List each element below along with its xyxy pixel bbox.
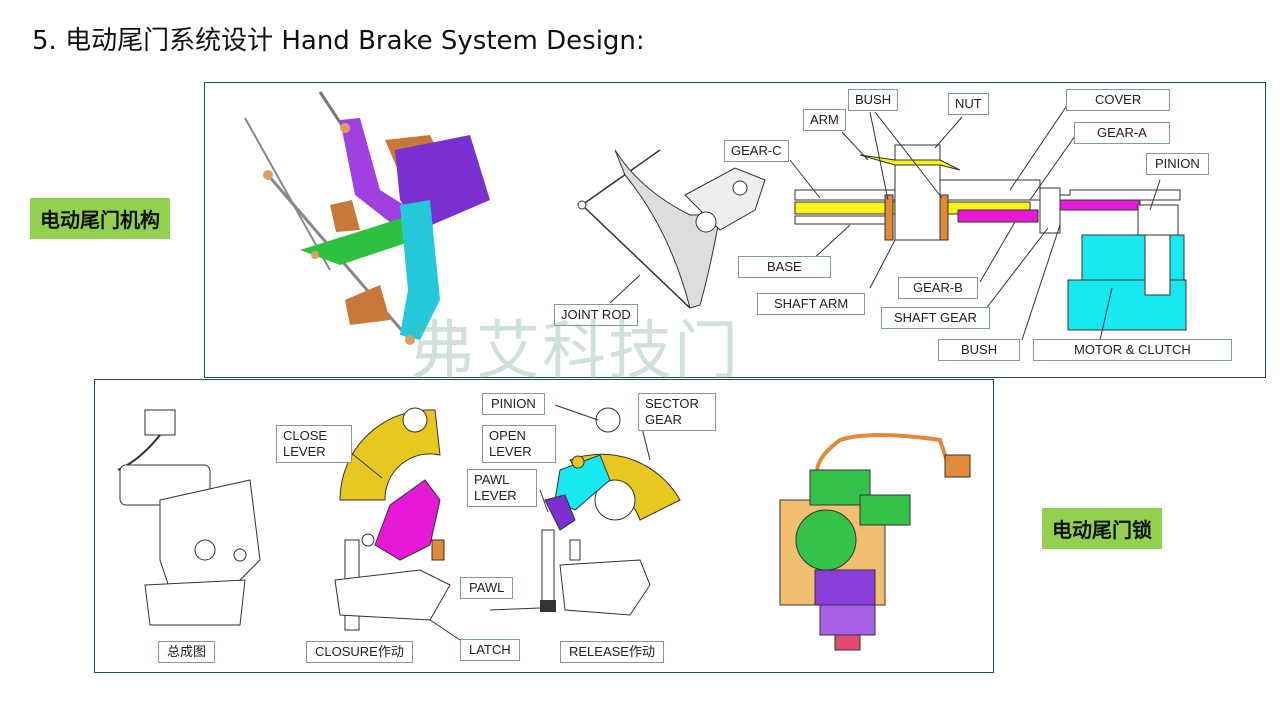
mechanism-3d-illustration [244, 91, 490, 345]
release-illustration [429, 404, 681, 641]
label-gear-c: GEAR-C [724, 140, 789, 162]
label-base: BASE [738, 256, 831, 278]
page-title: 5. 电动尾门系统设计 Hand Brake System Design: [32, 26, 645, 56]
label-assembly: 总成图 [158, 641, 216, 663]
mechanism-label: 电动尾门机构 [30, 198, 170, 239]
label-release: RELEASE作动 [560, 641, 664, 663]
label-open-lever: OPEN LEVER [482, 425, 556, 463]
label-arm: ARM [803, 109, 846, 131]
label-sector-gear: SECTOR GEAR [638, 393, 716, 431]
label-gear-b: GEAR-B [898, 277, 978, 299]
label-shaft-gear: SHAFT GEAR [881, 307, 990, 329]
closure-illustration [334, 407, 451, 631]
electric-lock-illustration [779, 433, 971, 651]
label-pinion: PINION [1146, 153, 1209, 175]
label-pinion-bottom: PINION [482, 393, 545, 415]
label-nut: NUT [948, 93, 989, 115]
label-gear-a: GEAR-A [1074, 122, 1170, 144]
label-latch: LATCH [460, 639, 520, 661]
watermark: 弗艾科技门 [410, 315, 740, 389]
label-closure: CLOSURE作动 [306, 641, 413, 663]
label-shaft-arm: SHAFT ARM [757, 293, 866, 315]
label-close-lever: CLOSE LEVER [276, 425, 352, 463]
lock-label: 电动尾门锁 [1042, 508, 1162, 549]
label-pawl-lever: PAWL LEVER [467, 469, 537, 507]
label-bush-top: BUSH [848, 89, 899, 111]
joint-rod-illustration [577, 149, 766, 309]
label-cover: COVER [1066, 89, 1171, 111]
label-joint-rod: JOINT ROD [554, 304, 638, 326]
label-motor-clutch: MOTOR & CLUTCH [1033, 339, 1232, 361]
lock-panel [94, 379, 994, 673]
section-view-illustration [609, 103, 1187, 341]
label-pawl: PAWL [460, 577, 514, 599]
assembly-illustration [117, 409, 261, 626]
label-bush-bottom: BUSH [938, 339, 1021, 361]
